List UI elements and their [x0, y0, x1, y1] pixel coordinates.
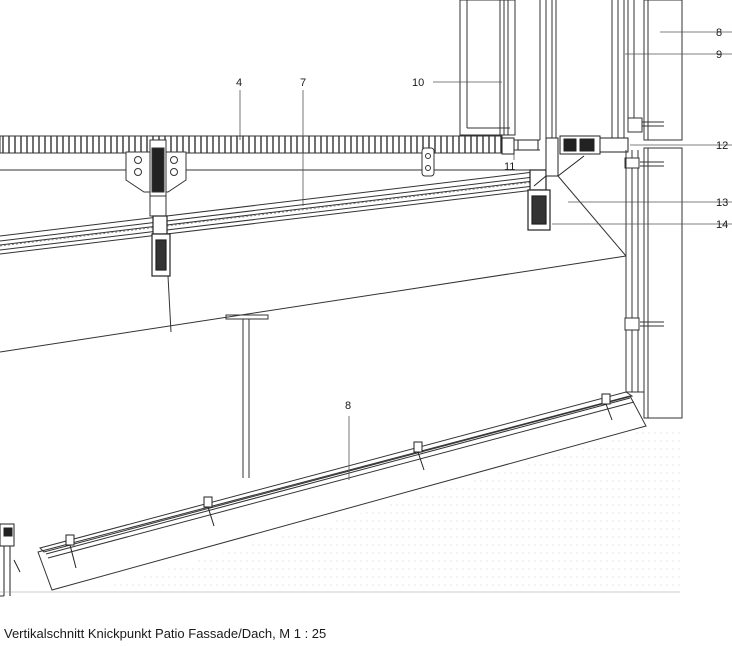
sloped-glazing-band: [0, 171, 535, 255]
section-drawing: 4 7 8 9 10 11 12 13 14 8: [0, 0, 732, 597]
label-14: 14: [716, 219, 728, 231]
lower-facade: [624, 117, 683, 419]
label-12: 12: [716, 140, 728, 152]
roof-plane: [0, 255, 627, 478]
corner-junction: [501, 135, 629, 187]
support-bracket: [125, 139, 187, 217]
label-9: 9: [716, 49, 722, 61]
walkway-clip: [421, 147, 435, 177]
label-10: 10: [412, 77, 424, 89]
leader-lines: [239, 31, 732, 480]
figure-caption: Vertikalschnitt Knickpunkt Patio Fassade…: [4, 626, 327, 641]
label-4: 4: [236, 77, 242, 89]
glazing-clips: [65, 393, 613, 569]
lower-glazing: [37, 391, 647, 591]
walkway-grating: [0, 135, 540, 171]
label-13: 13: [716, 197, 728, 209]
upper-facade: [459, 0, 683, 141]
label-11: 11: [504, 161, 515, 173]
purlin-right: [527, 169, 551, 231]
left-edge-detail: [0, 523, 21, 596]
label-7: 7: [300, 77, 306, 89]
label-8-top: 8: [716, 27, 722, 39]
diagonal-brace: [557, 150, 627, 257]
purlin-left: [151, 215, 171, 277]
ground-hatch: [0, 430, 680, 597]
label-8-mid: 8: [345, 400, 351, 412]
